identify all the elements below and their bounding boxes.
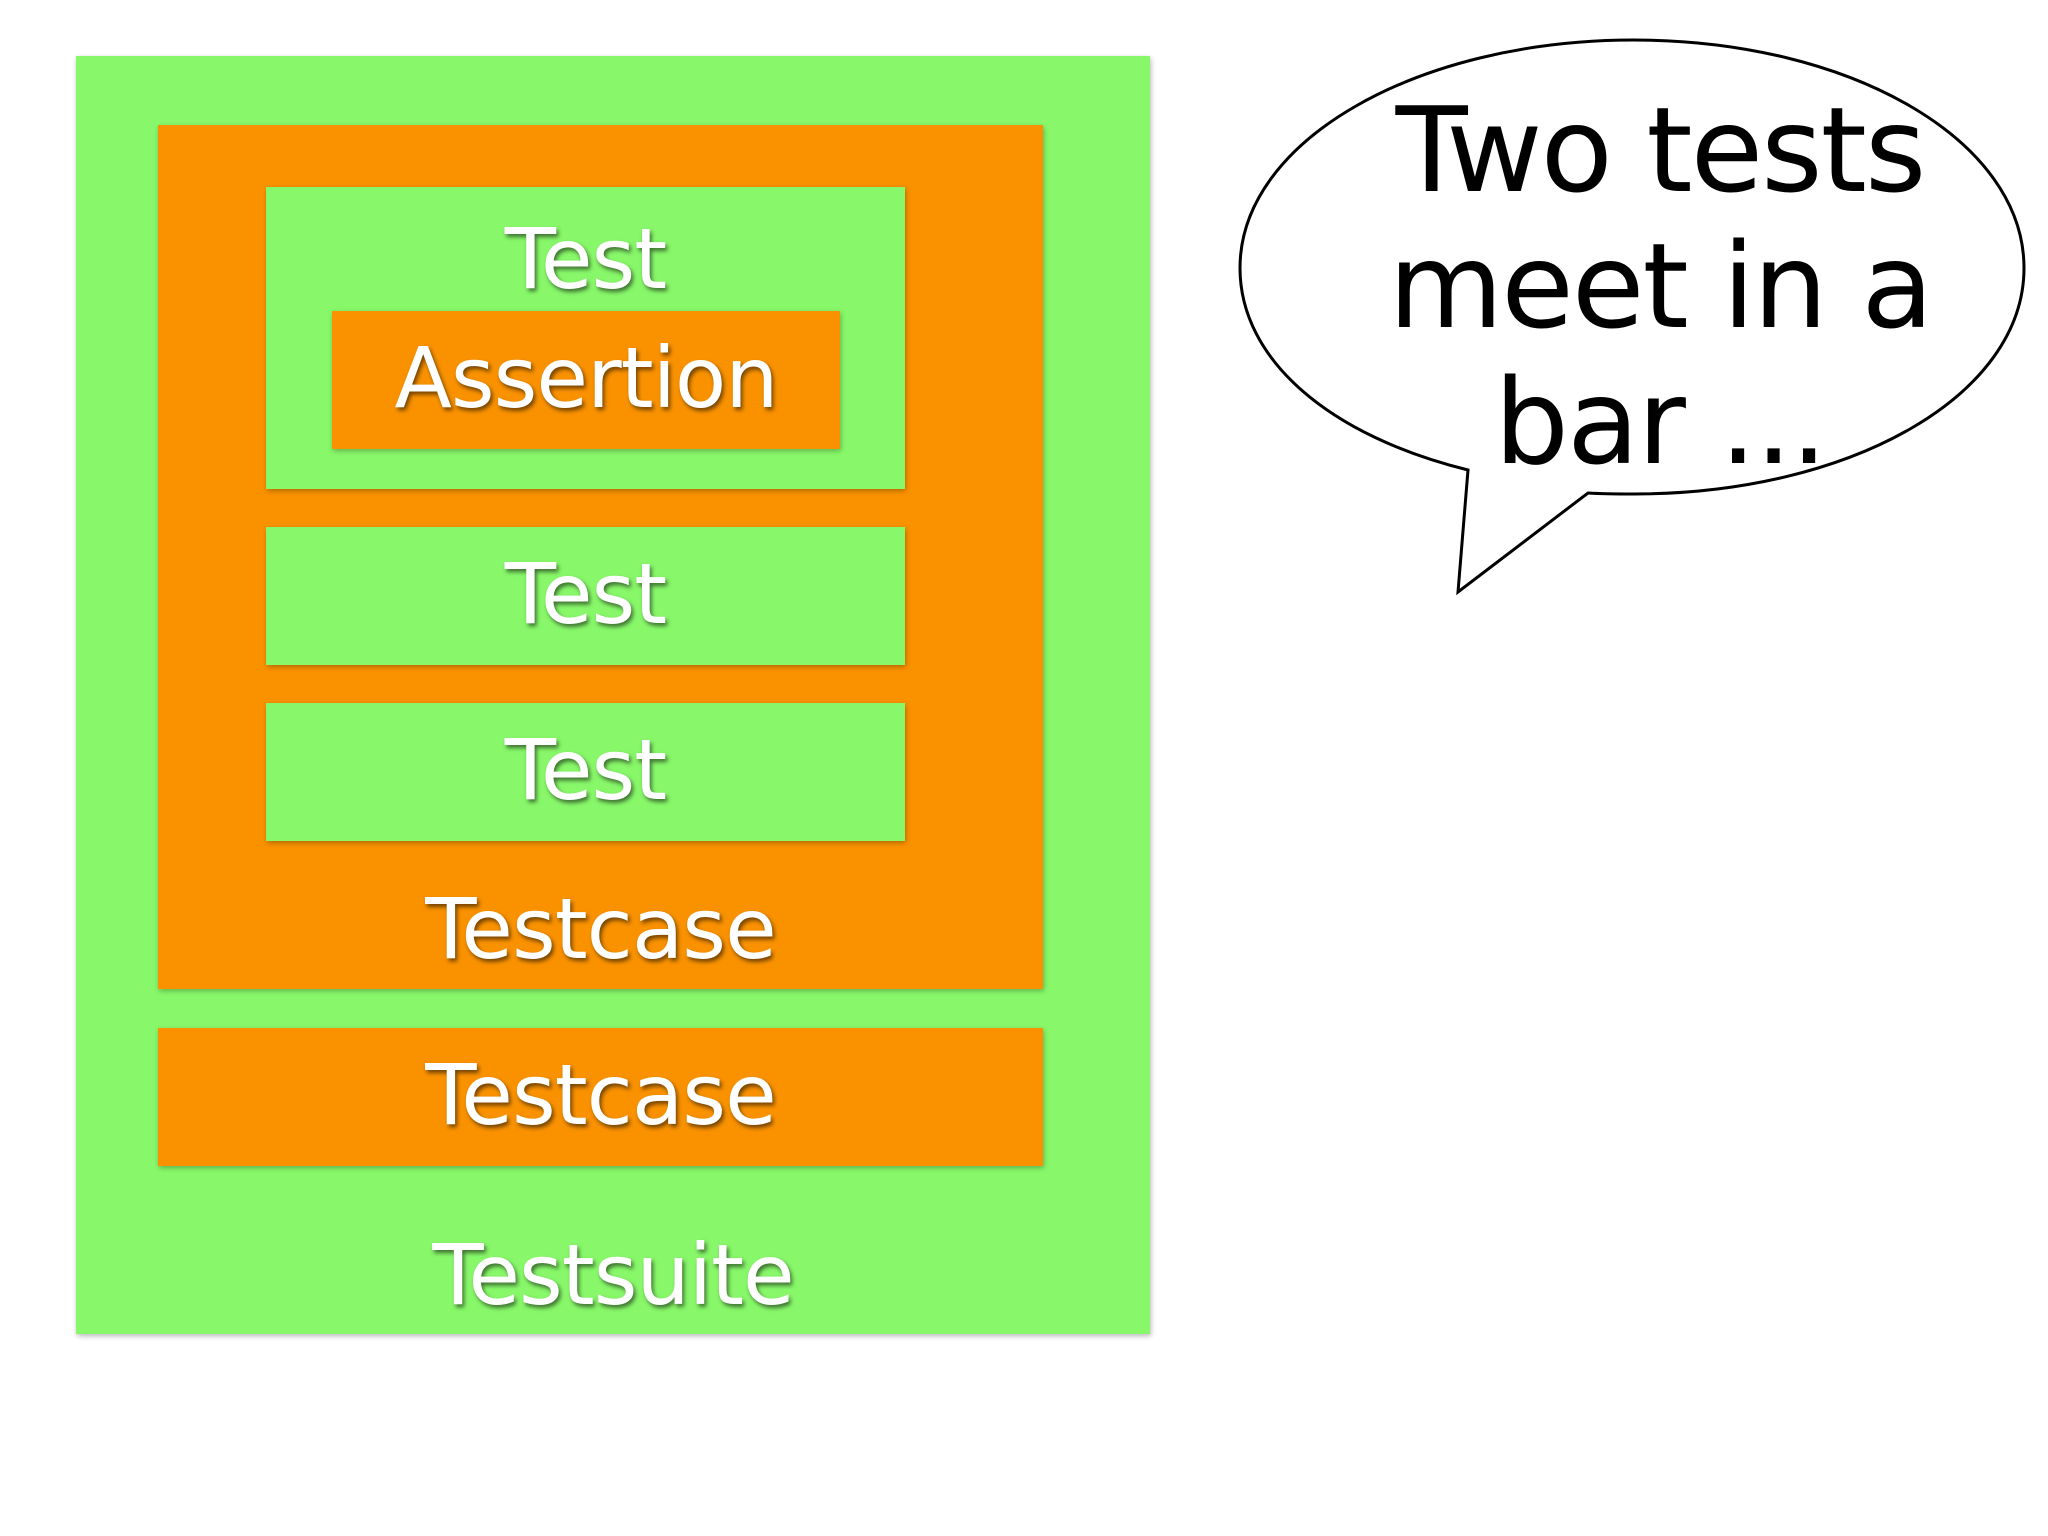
testsuite-label: Testsuite	[432, 1226, 794, 1324]
test-box-3: Test	[266, 703, 905, 841]
testcase-box-2: Testcase	[158, 1028, 1043, 1166]
speech-bubble-outline	[1238, 38, 2026, 596]
test-label-1: Test	[504, 210, 667, 308]
assertion-box: Assertion	[332, 311, 840, 449]
test-label-3: Test	[504, 721, 667, 819]
testcase-label-2: Testcase	[425, 1046, 777, 1144]
speech-bubble-text: Two tests meet in a bar ...	[1388, 81, 1933, 491]
assertion-label: Assertion	[394, 329, 778, 427]
testcase-label-1: Testcase	[425, 880, 777, 978]
test-box-2: Test	[266, 527, 905, 665]
test-label-2: Test	[504, 545, 667, 643]
